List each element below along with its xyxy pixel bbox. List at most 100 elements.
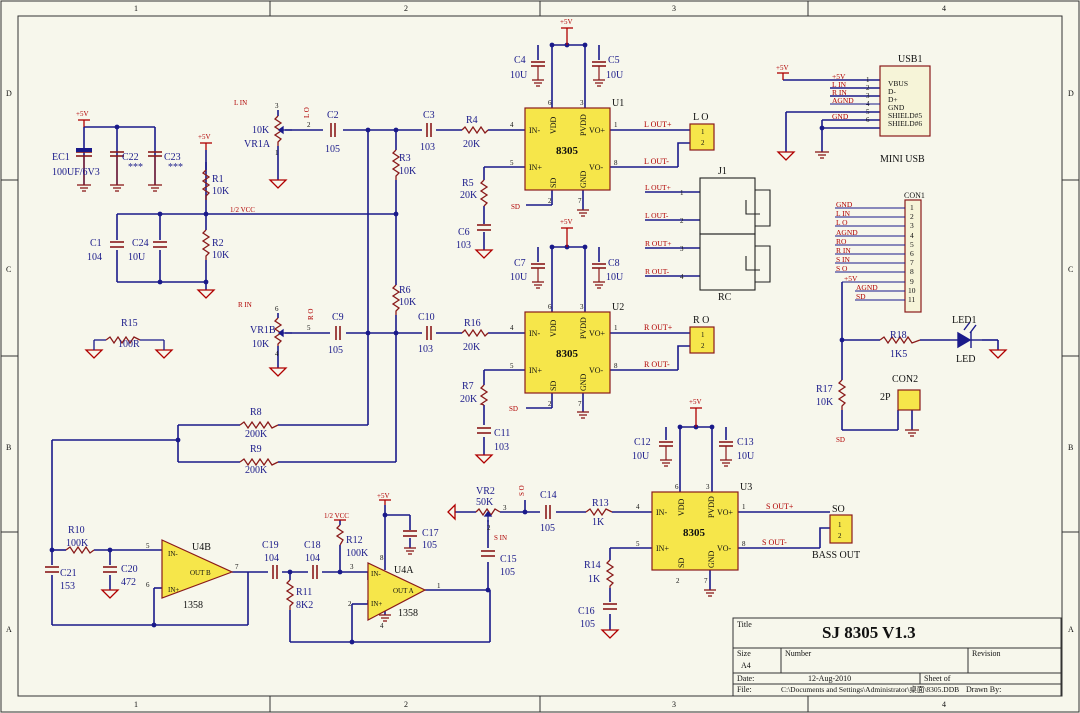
- svg-text:3: 3: [275, 102, 279, 110]
- revision-label: Revision: [972, 649, 1000, 658]
- U2-pin-inp: IN+: [529, 366, 542, 375]
- U1-pin-vom: VO-: [589, 163, 604, 172]
- C17-val: 105: [422, 540, 437, 551]
- U4A-part: 1358: [398, 608, 418, 619]
- VR1A-val: 10K: [252, 125, 270, 136]
- R8-val: 200K: [245, 429, 268, 440]
- U1-net-outm: L OUT-: [644, 157, 669, 166]
- U2-pin-gnd: GND: [579, 373, 588, 391]
- U4B-part: 1358: [183, 600, 203, 611]
- U3-net-outp: S OUT+: [766, 502, 794, 511]
- power-symbols: [78, 27, 789, 521]
- svg-text:5: 5: [866, 108, 870, 116]
- U1-pin-sd: SD: [549, 178, 558, 188]
- U3-part: 8305: [683, 527, 706, 539]
- con1-pin-4: 4: [910, 231, 914, 240]
- usb-net-5: GND: [832, 112, 849, 121]
- R11-ref: R11: [296, 587, 312, 598]
- USB1-ref: USB1: [898, 54, 922, 65]
- U1-part: 8305: [556, 145, 579, 157]
- R7-ref: R7: [462, 381, 474, 392]
- U3-pin-pvdd: PVDD: [707, 496, 716, 518]
- svg-text:3: 3: [706, 483, 710, 491]
- C20-ref: C20: [121, 564, 138, 575]
- usb-net-3: R IN: [832, 88, 847, 97]
- svg-text:3: 3: [503, 504, 507, 512]
- R13-val: 1K: [592, 517, 605, 528]
- svg-text:6: 6: [146, 581, 150, 589]
- net-sd-1: SD: [511, 203, 520, 211]
- usb-pin-3: D+: [888, 95, 898, 104]
- chip-U2: [524, 311, 611, 394]
- svg-text:2: 2: [838, 532, 842, 540]
- net-half-vcc-2: 1/2 VCC: [324, 512, 349, 520]
- con1-pin-1: 1: [910, 203, 914, 212]
- resistor-symbols: [65, 115, 921, 610]
- row-d-left: D: [6, 89, 12, 98]
- drawn-label: Drawn By:: [966, 685, 1001, 694]
- svg-text:6: 6: [548, 303, 552, 311]
- j1-net-2: L OUT-: [645, 211, 669, 220]
- U4B-ref: U4B: [192, 542, 211, 553]
- U3-ref: U3: [740, 482, 752, 493]
- VR1A-ref: VR1A: [244, 139, 271, 150]
- con1-net-5: RO: [836, 237, 847, 246]
- net-5v-usb: +5V: [776, 64, 789, 72]
- R18-ref: R18: [890, 330, 907, 341]
- svg-text:3: 3: [580, 99, 584, 107]
- chip-U3: [651, 491, 739, 571]
- svg-text:6: 6: [866, 116, 870, 124]
- net-rin: R IN: [238, 301, 252, 309]
- junctions: [49, 42, 845, 645]
- net-lin: L IN: [234, 99, 247, 107]
- svg-text:1: 1: [680, 189, 684, 197]
- C3-ref: C3: [423, 110, 435, 121]
- con1-net-8: S O: [836, 264, 848, 273]
- svg-text:1: 1: [866, 76, 870, 84]
- CON2-val: 2P: [880, 392, 891, 403]
- svg-text:4: 4: [510, 324, 514, 332]
- svg-text:2: 2: [866, 84, 870, 92]
- C11-ref: C11: [494, 428, 510, 439]
- title-label: Title: [737, 620, 752, 629]
- row-c-left: C: [6, 265, 11, 274]
- opamp-U4A: [367, 562, 427, 621]
- net-half-vcc: 1/2 VCC: [230, 206, 255, 214]
- U3-pin-gnd: GND: [707, 550, 716, 568]
- C22-ref: C22: [122, 152, 139, 163]
- title-block-frame: [732, 617, 1062, 697]
- con1-net-3: L O: [836, 218, 848, 227]
- usb-pin-2: D-: [888, 87, 896, 96]
- CON2-ref: CON2: [892, 374, 918, 385]
- chip-U1: [524, 107, 611, 191]
- C10-val: 103: [418, 344, 433, 355]
- U3-pin-vom: VO-: [717, 544, 732, 553]
- U4B-out: OUT B: [190, 569, 211, 577]
- U4A-inm: IN-: [371, 570, 381, 578]
- U2-net-outm: R OUT-: [644, 360, 670, 369]
- svg-text:7: 7: [235, 563, 239, 571]
- R16-ref: R16: [464, 318, 481, 329]
- date-value: 12-Aug-2010: [808, 674, 851, 683]
- U4A-out: OUT A: [393, 587, 414, 595]
- R7-val: 20K: [460, 394, 478, 405]
- C8-val: 10U: [606, 272, 624, 283]
- number-label: Number: [785, 649, 812, 658]
- con1-pin-3: 3: [910, 221, 914, 230]
- R5-val: 20K: [460, 190, 478, 201]
- R1-val: 10K: [212, 186, 230, 197]
- C24-val: 10U: [128, 252, 146, 263]
- C6-val: 103: [456, 240, 471, 251]
- C13-ref: C13: [737, 437, 754, 448]
- U3-pin-inp: IN+: [656, 544, 669, 553]
- J1-ref: J1: [718, 166, 727, 177]
- usb-pin-1: VBUS: [888, 79, 908, 88]
- C17-ref: C17: [422, 528, 439, 539]
- C23-val: ***: [168, 162, 183, 173]
- SO-label: SO: [832, 504, 845, 515]
- R18-val: 1K5: [890, 349, 907, 360]
- row-c-right: C: [1068, 265, 1073, 274]
- svg-text:2: 2: [701, 139, 705, 147]
- svg-text:3: 3: [580, 303, 584, 311]
- VR2-ref: VR2: [476, 486, 495, 497]
